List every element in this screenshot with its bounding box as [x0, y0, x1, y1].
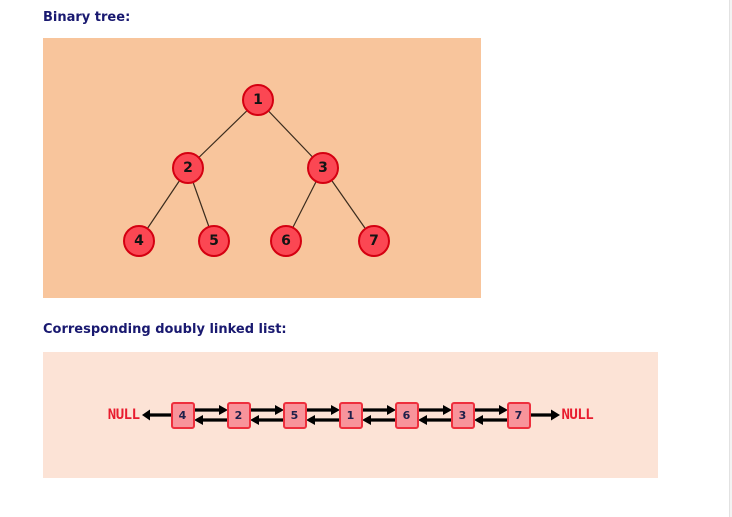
linked-list-heading: Corresponding doubly linked list:	[43, 322, 287, 337]
double-arrow-icon	[193, 405, 228, 425]
list-node: 1	[338, 401, 363, 429]
double-arrow-icon	[473, 405, 508, 425]
tree-node-3: 3	[307, 152, 339, 184]
tree-node-6: 6	[270, 225, 302, 257]
list-node: 7	[506, 401, 531, 429]
binary-tree-diagram: 1 2 3 4 5 6 7	[43, 38, 481, 298]
double-arrow-icon	[249, 405, 284, 425]
list-node: 3	[450, 401, 475, 429]
null-label-right: NULL	[561, 407, 594, 423]
binary-tree-heading: Binary tree:	[43, 10, 131, 25]
null-right-arrow-icon	[530, 409, 560, 421]
list-node: 2	[226, 401, 251, 429]
tree-node-2: 2	[172, 152, 204, 184]
null-label-left: NULL	[107, 407, 140, 423]
doubly-linked-list-diagram: NULL 4 2 5 1	[43, 352, 658, 478]
double-arrow-icon	[361, 405, 396, 425]
list-node: 6	[394, 401, 419, 429]
null-left-arrow-icon	[141, 409, 171, 421]
tree-node-4: 4	[123, 225, 155, 257]
list-node: 5	[282, 401, 307, 429]
tree-node-1: 1	[242, 84, 274, 116]
page-right-border	[729, 0, 732, 517]
tree-node-7: 7	[358, 225, 390, 257]
double-arrow-icon	[305, 405, 340, 425]
tree-node-5: 5	[198, 225, 230, 257]
list-node: 4	[170, 401, 195, 429]
tree-edges	[138, 99, 375, 242]
double-arrow-icon	[417, 405, 452, 425]
